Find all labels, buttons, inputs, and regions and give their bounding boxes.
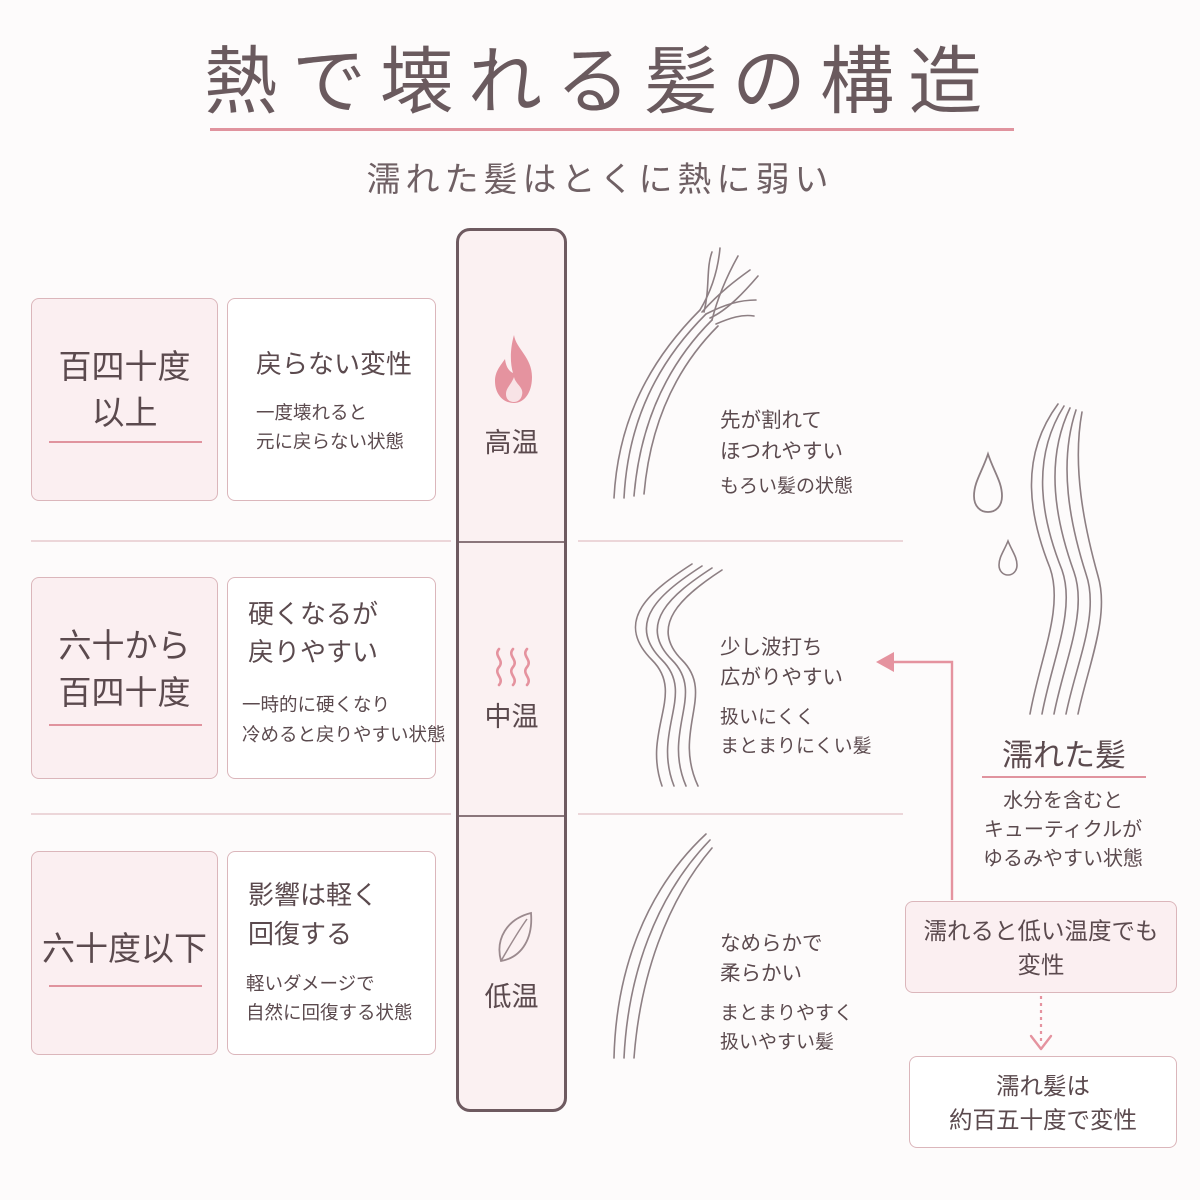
temp-range-box-low: 六十度以下 [31, 851, 218, 1055]
temp-range-box-medium: 六十から 百四十度 [31, 577, 218, 779]
hair-detail: まとまりにくい髪 [720, 735, 872, 757]
wet-hair-description: 水分を含むと キューティクルが ゆるみやすい状態 [960, 786, 1166, 873]
effect-box-low: 影響は軽く 回復する 軽いダメージで 自然に回復する状態 [227, 851, 436, 1055]
hair-detail: 扱いやすい髪 [720, 1031, 835, 1053]
page-title: 熱で壊れる髪の構造 [204, 39, 996, 125]
page-subtitle: 濡れた髪はとくに熱に弱い [366, 160, 834, 200]
water-drop-icon [998, 538, 1018, 576]
label-underline [49, 724, 202, 726]
wet-warning-line: 変性 [1017, 951, 1065, 979]
label-underline [49, 441, 202, 443]
title-underline [210, 128, 1014, 131]
temp-range-label: 六十から [58, 626, 191, 665]
segment-divider [459, 815, 564, 817]
hair-heading: 広がりやすい [720, 665, 843, 689]
row-divider [31, 813, 451, 815]
hair-detail: もろい髪の状態 [720, 475, 854, 497]
effect-detail: 自然に回復する状態 [246, 1003, 413, 1024]
effect-detail: 軽いダメージで [246, 974, 375, 995]
wet-hair-illustration [1029, 403, 1103, 715]
hair-heading: 先が割れて [720, 408, 822, 432]
temp-level-label: 高温 [484, 428, 539, 459]
wet-hair-underline [982, 776, 1146, 778]
effect-heading: 戻らない変性 [256, 350, 413, 380]
effect-heading: 戻りやすい [248, 638, 379, 668]
row-divider [31, 540, 451, 542]
effect-detail: 元に戻らない状態 [256, 432, 405, 453]
smooth-hair-illustration [613, 833, 713, 1059]
row-divider [578, 813, 903, 815]
hair-detail: まとまりやすく [720, 1002, 854, 1024]
flame-icon [495, 335, 532, 403]
wavy-hair-illustration [634, 563, 723, 787]
hair-heading: ほつれやすい [720, 439, 843, 463]
temp-range-label: 百四十度 [58, 673, 191, 712]
wet-denature-line: 約百五十度で変性 [949, 1106, 1137, 1134]
water-drop-icon [973, 451, 1003, 513]
split-hair-illustration [613, 247, 759, 499]
hair-heading: 柔らかい [720, 961, 802, 985]
hair-detail: 扱いにくく [720, 706, 815, 728]
label-underline [49, 985, 202, 987]
temp-segment-high: 高温 [459, 231, 564, 543]
arrow-icon [1029, 996, 1053, 1051]
temp-range-label: 百四十度 [58, 347, 191, 386]
row-divider [578, 540, 903, 542]
effect-detail: 一度壊れると [256, 403, 368, 424]
wet-denature-temp-box: 濡れ髪は 約百五十度で変性 [909, 1056, 1177, 1148]
effect-heading: 回復する [248, 920, 353, 950]
effect-detail: 一時的に硬くなり [242, 695, 391, 716]
segment-divider [459, 541, 564, 543]
wet-hair-desc-line: ゆるみやすい状態 [983, 846, 1143, 870]
wet-denature-line: 濡れ髪は [996, 1072, 1090, 1100]
temp-level-label: 低温 [484, 982, 539, 1013]
temp-range-label: 六十度以下 [42, 929, 207, 968]
temp-range-label: 以上 [91, 393, 158, 432]
effect-heading: 影響は軽く [248, 881, 379, 911]
temperature-column: 高温 中温 低温 [456, 228, 567, 1112]
hair-heading: なめらかで [720, 931, 823, 955]
wet-hair-title: 濡れた髪 [1002, 738, 1126, 774]
heat-waves-icon [496, 647, 530, 687]
wet-warning-box: 濡れると低い温度でも 変性 [905, 901, 1177, 993]
wet-hair-desc-line: キューティクルが [983, 817, 1143, 841]
temp-segment-low: 低温 [459, 817, 564, 1109]
temp-segment-medium: 中温 [459, 543, 564, 815]
leaf-icon [498, 911, 533, 963]
temp-level-label: 中温 [484, 702, 539, 733]
wet-hair-desc-line: 水分を含むと [1003, 788, 1123, 812]
hair-heading: 少し波打ち [720, 635, 823, 659]
effect-box-medium: 硬くなるが 戻りやすい 一時的に硬くなり 冷めると戻りやすい状態 [227, 577, 446, 779]
wet-warning-line: 濡れると低い温度でも [923, 917, 1159, 945]
effect-box-high: 戻らない変性 一度壊れると 元に戻らない状態 [227, 298, 436, 501]
effect-detail: 冷めると戻りやすい状態 [242, 725, 446, 746]
effect-heading: 硬くなるが [248, 600, 379, 630]
arrow-icon [876, 652, 954, 900]
temp-range-box-high: 百四十度 以上 [31, 298, 218, 501]
